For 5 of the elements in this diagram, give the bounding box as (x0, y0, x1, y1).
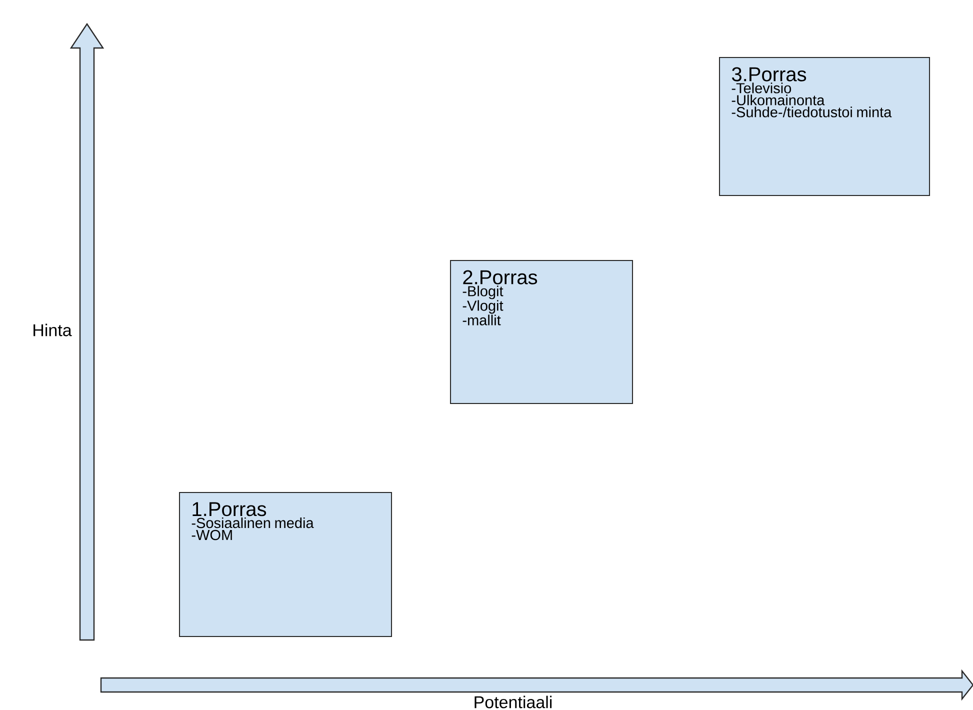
axis-label: Hinta (34, 324, 72, 336)
step-box: 2.Porras -Blogit -Vlogit -mallit (450, 260, 633, 404)
step-box: 1.Porras -Sosiaalinen media -WOM (179, 492, 392, 637)
axis-label: Potentiaali (474, 696, 552, 708)
step-box: 3.Porras -Televisio -Ulkomainonta -Suhde-/tiedotustoi minta (719, 57, 930, 196)
